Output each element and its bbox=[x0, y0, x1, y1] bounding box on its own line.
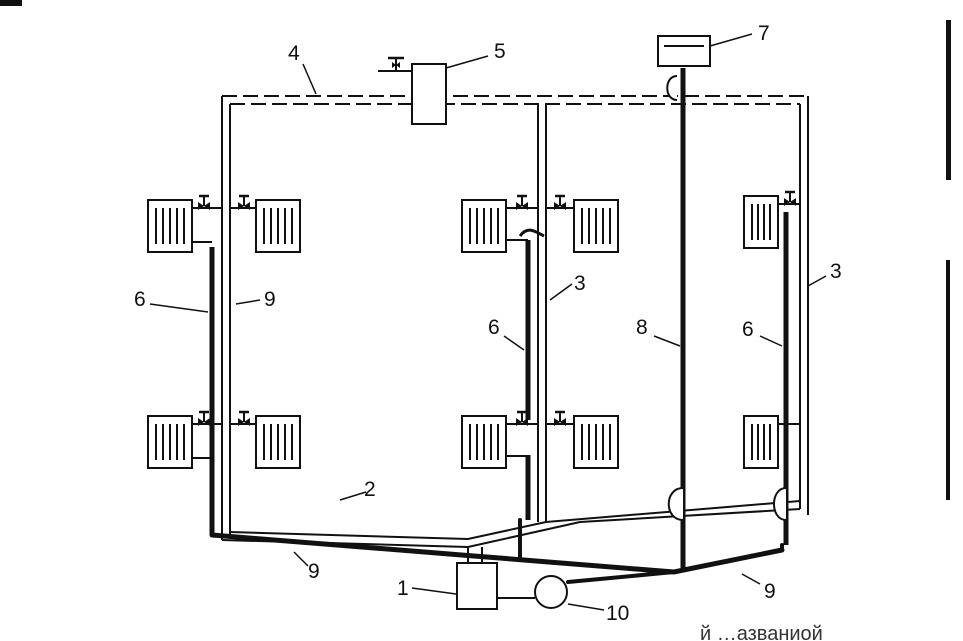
air-collector bbox=[378, 56, 447, 125]
riser-right-return bbox=[773, 212, 789, 545]
label-air-collector: 5 bbox=[494, 40, 506, 63]
label-top-distribution: 4 bbox=[288, 42, 300, 65]
label-supply-riser-center: 3 bbox=[574, 272, 586, 295]
supply-riser-center bbox=[537, 104, 547, 522]
label-boiler: 1 bbox=[397, 577, 409, 600]
riser-center-return bbox=[518, 228, 545, 520]
label-expansion-tank: 7 bbox=[758, 22, 770, 45]
label-riser-right-return: 6 bbox=[742, 318, 754, 341]
label-supply-riser-right: 3 bbox=[830, 260, 842, 283]
bottom-caption: й …азваниой bbox=[700, 623, 823, 641]
radiator-connections bbox=[192, 203, 800, 459]
label-supply-main: 2 bbox=[364, 478, 376, 501]
label-riser-left-return: 6 bbox=[134, 288, 146, 311]
supply-main bbox=[221, 500, 801, 549]
return-mains bbox=[209, 518, 785, 584]
label-expansion-pipe: 8 bbox=[636, 316, 648, 339]
expansion-tank bbox=[657, 35, 711, 67]
label-pump: 10 bbox=[606, 602, 629, 625]
label-supply-riser-left: 9 bbox=[264, 288, 276, 311]
label-riser-center-return: 6 bbox=[488, 316, 500, 339]
number-labels: 1 2 3 3 4 5 6 6 6 7 8 9 9 9 10 bbox=[134, 22, 842, 625]
pump bbox=[497, 575, 568, 609]
top-distribution-pipe bbox=[221, 95, 809, 540]
scan-edge bbox=[0, 0, 951, 500]
boiler bbox=[456, 547, 498, 610]
expansion-pipe bbox=[666, 68, 686, 572]
label-return-main-left: 9 bbox=[308, 560, 320, 583]
leader-lines bbox=[149, 33, 827, 611]
label-return-main-right: 9 bbox=[764, 580, 776, 603]
